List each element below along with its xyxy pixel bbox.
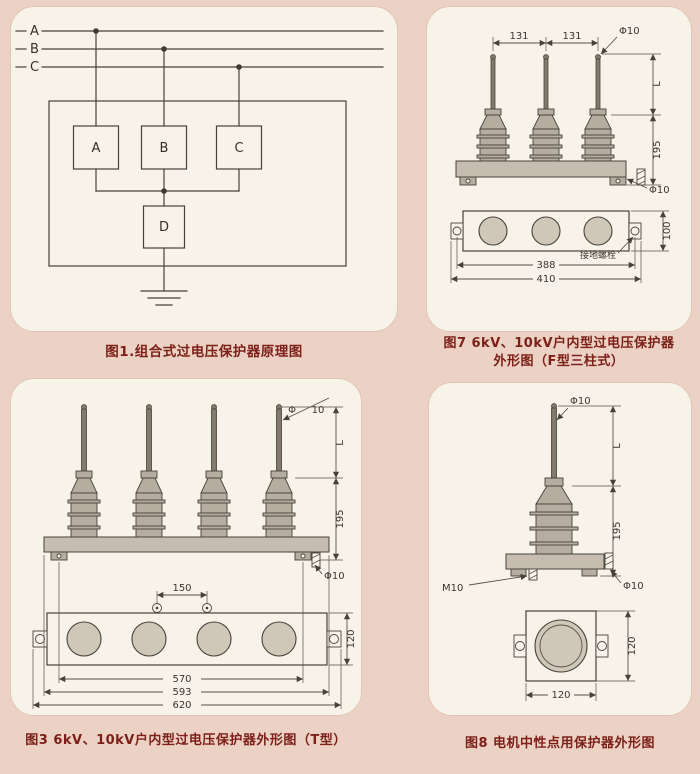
dim-L-label: L (335, 440, 346, 446)
figure8-panel: Φ10 L 195 (428, 382, 692, 716)
phase-line-c: C (15, 60, 384, 75)
dimension-phi10-top: Φ10 (600, 26, 640, 55)
insulator-column (529, 403, 579, 555)
phi10-value-label: 10 (312, 405, 325, 416)
dimension-phi10-base: Φ10 (311, 552, 345, 582)
m10-label: M10 (442, 583, 463, 594)
unit-label-c: C (234, 141, 243, 156)
unit-box-b: B (140, 125, 188, 170)
dim-410-label: 410 (536, 274, 555, 285)
figure3-caption: 图3 6kV、10kV户内型过电压保护器外形图（T型） (25, 733, 347, 748)
base-assembly (505, 553, 605, 581)
insulator-column-3 (197, 404, 231, 538)
dimension-620: 620 (32, 649, 342, 711)
figure7-caption-line2: 外形图（F型三柱式） (493, 353, 625, 369)
dimension-120-bottom: 120 (525, 683, 597, 701)
dim-120-side-label: 120 (627, 636, 638, 655)
top-view (450, 210, 642, 252)
dim-L-label: L (612, 443, 623, 449)
junction-dot (161, 188, 167, 194)
dim-195-label: 195 (335, 509, 346, 528)
phase-line-b: B (15, 42, 384, 57)
insulator-column-2 (132, 404, 166, 538)
dimension-410: 410 (450, 241, 642, 285)
base-assembly (455, 160, 627, 186)
dimension-100: 100 (631, 210, 673, 252)
dimension-120-side: 120 (596, 610, 638, 682)
fig3-outline-drawing: Φ 10 (32, 397, 357, 711)
dim-593-label: 593 (172, 687, 191, 698)
unit-label-d: D (159, 220, 169, 235)
phase-line-a: A (15, 24, 384, 39)
figure7-panel: 131 131 Φ10 (426, 6, 692, 332)
dim-100-label: 100 (662, 221, 673, 240)
figure3-panel: Φ 10 (10, 378, 362, 716)
figure1-panel: A B C A B (10, 6, 398, 332)
dim-620-label: 620 (172, 700, 191, 711)
dim-120-bottom-label: 120 (551, 690, 570, 701)
dim-120-label: 120 (346, 629, 357, 648)
dim-L-label: L (652, 81, 663, 87)
dimension-phi10-top: Φ10 (556, 396, 591, 421)
fig8-outline-drawing: Φ10 L 195 (442, 396, 644, 701)
insulator-column-3 (581, 54, 615, 162)
dimension-570: 570 (58, 562, 304, 685)
insulator-column-1 (476, 54, 510, 162)
unit-box-d: D (142, 205, 186, 249)
unit-label-b: B (160, 141, 169, 156)
dimension-195: 195 (627, 115, 663, 186)
fig1-schematic-diagram: A B C A B (15, 24, 384, 306)
dim-570-label: 570 (172, 674, 191, 685)
junction-wires (95, 168, 240, 207)
figure7-caption-line1: 图7 6kV、10kV户内型过电压保护器 (443, 336, 675, 351)
dimension-phi10-base: Φ10 (604, 552, 644, 592)
phase-label-c: C (30, 60, 39, 75)
dimension-phi10-top: Φ 10 (282, 397, 330, 421)
dimension-M10: M10 (442, 573, 528, 594)
dimension-388: 388 (456, 237, 636, 271)
phi10-top-label: Φ10 (619, 26, 640, 37)
ground-bolt-label: 接地螺栓 (580, 249, 616, 261)
phi10-top-label: Φ10 (570, 396, 591, 407)
base-assembly (43, 536, 330, 561)
fig7-outline-drawing: 131 131 Φ10 (450, 26, 673, 285)
dimension-L: L (282, 406, 346, 479)
dim-195-label: 195 (652, 140, 663, 159)
phi10-base-label: Φ10 (649, 185, 670, 196)
figure1-caption: 图1.组合式过电压保护器原理图 (105, 344, 303, 360)
dim-131-right-label: 131 (562, 31, 581, 42)
phi-label: Φ (288, 405, 296, 416)
dimension-131-pair: 131 131 (492, 31, 599, 51)
figure8-caption: 图8 电机中性点用保护器外形图 (464, 736, 656, 751)
insulator-column-2 (529, 54, 563, 162)
dimension-593: 593 (43, 555, 330, 698)
dimension-120: 120 (329, 612, 357, 666)
unit-box-c: C (215, 125, 263, 170)
top-view (32, 612, 342, 666)
unit-box-a: A (72, 125, 120, 170)
dim-150-label: 150 (172, 583, 191, 594)
dim-388-label: 388 (536, 260, 555, 271)
phase-label-b: B (30, 42, 39, 57)
ground-symbol (140, 247, 188, 306)
dim-195-label: 195 (612, 521, 623, 540)
phi10-base-label: Φ10 (623, 581, 644, 592)
dimension-L: L (558, 405, 623, 487)
phi10-base-label: Φ10 (324, 571, 345, 582)
unit-label-a: A (92, 141, 101, 156)
insulator-column-4 (262, 404, 296, 538)
enclosure-outline (48, 100, 347, 267)
dim-131-left-label: 131 (509, 31, 528, 42)
dimension-phi10-base: Φ10 (626, 168, 670, 196)
insulator-column-1 (67, 404, 101, 538)
top-view (513, 610, 609, 682)
tap-wires (95, 30, 240, 127)
dimension-L: L (602, 53, 663, 116)
figure7-caption: 图7 6kV、10kV户内型过电压保护器 外形图（F型三柱式） (426, 335, 692, 370)
phase-label-a: A (30, 24, 39, 39)
ground-bolt-callout: 接地螺栓 (580, 236, 634, 261)
dimension-150: 150 (152, 583, 212, 613)
